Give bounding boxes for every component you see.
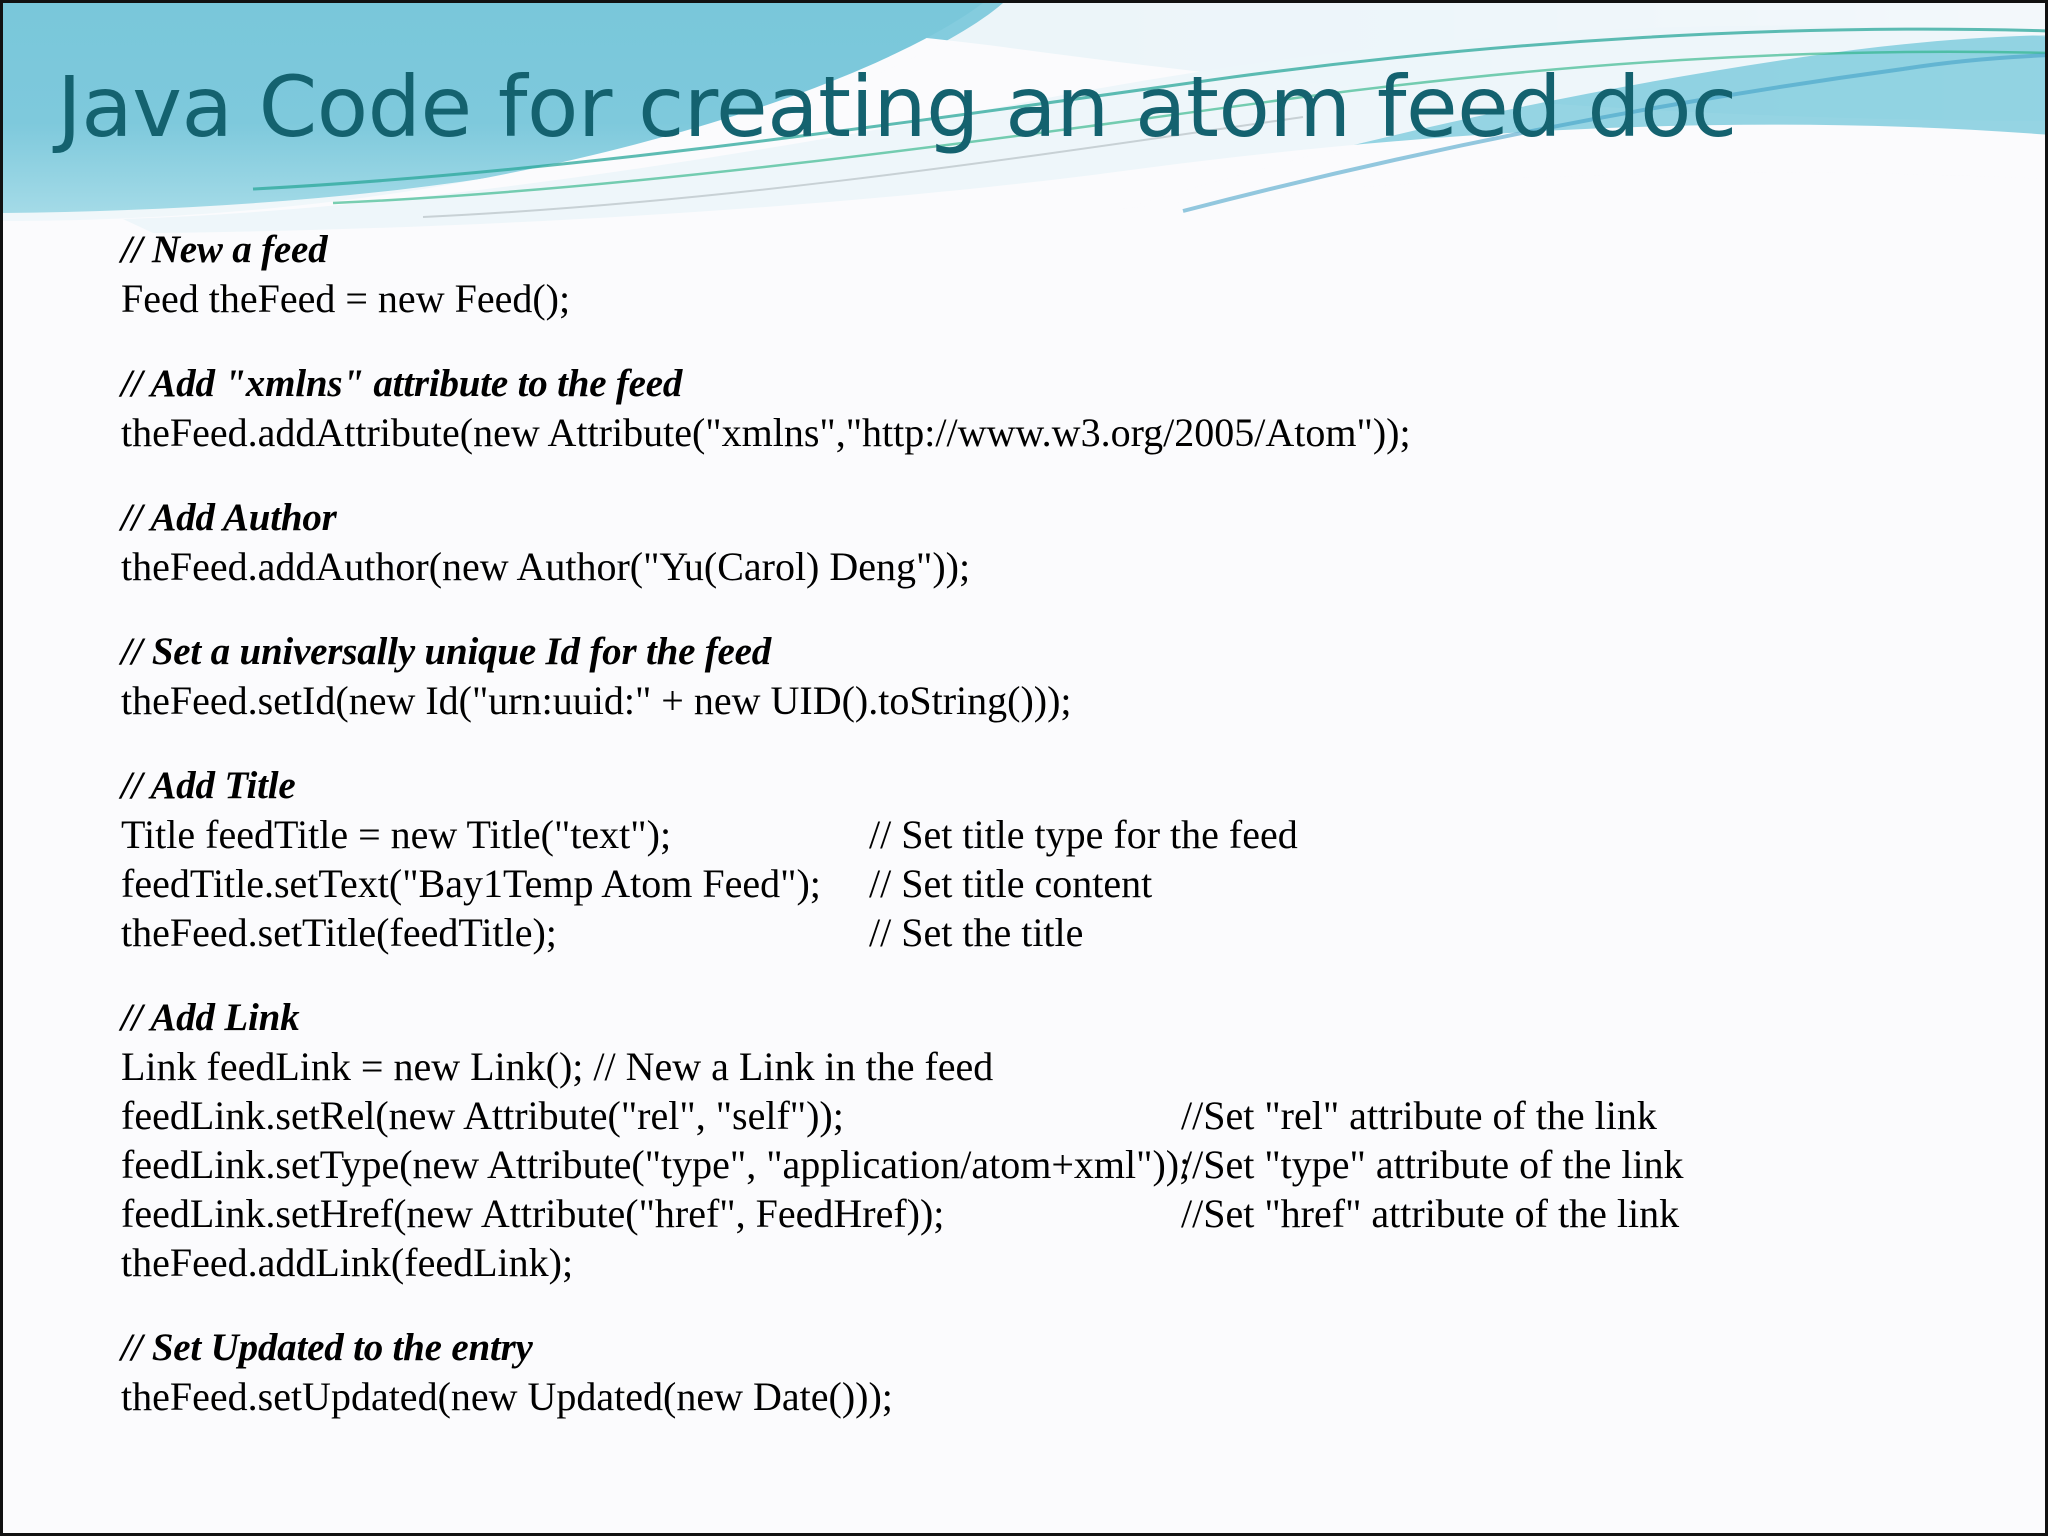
code-comment-heading: // Set Updated to the entry [121,1326,533,1369]
code-text: Link feedLink = new Link(); // New a Lin… [121,1044,994,1089]
code-inline-comment: //Set "href" attribute of the link [1181,1191,1680,1236]
code-block-add-xmlns-attribute: // Add "xmlns" attribute to the feed the… [121,359,2001,457]
code-line: feedLink.setHref(new Attribute("href", F… [121,1189,2001,1238]
code-content: // New a feed Feed theFeed = new Feed();… [121,225,2001,1421]
code-inline-comment: // Set the title [869,910,1084,955]
code-line: theFeed.addAttribute(new Attribute("xmln… [121,408,2001,457]
code-line: theFeed.addAuthor(new Author("Yu(Carol) … [121,542,2001,591]
code-line: Title feedTitle = new Title("text"); // … [121,810,2001,859]
code-text: theFeed.addAttribute(new Attribute("xmln… [121,410,1411,455]
code-line: Link feedLink = new Link(); // New a Lin… [121,1042,2001,1091]
code-line: feedLink.setType(new Attribute("type", "… [121,1140,2001,1189]
code-inline-comment: // Set title content [869,861,1153,906]
code-block-add-link: // Add Link Link feedLink = new Link(); … [121,993,2001,1287]
code-line: Feed theFeed = new Feed(); [121,274,2001,323]
code-text: Feed theFeed = new Feed(); [121,276,571,321]
code-line: theFeed.setTitle(feedTitle); // Set the … [121,908,2001,957]
code-text: theFeed.setId(new Id("urn:uuid:" + new U… [121,678,1072,723]
code-text: theFeed.addLink(feedLink); [121,1240,574,1285]
code-text: feedLink.setType(new Attribute("type", "… [121,1142,1191,1187]
code-comment-heading: // Add Author [121,496,337,539]
code-text: theFeed.setTitle(feedTitle); [121,910,557,955]
code-line: theFeed.setId(new Id("urn:uuid:" + new U… [121,676,2001,725]
code-block-set-universally-unique-id: // Set a universally unique Id for the f… [121,627,2001,725]
code-block-set-updated-to-entry: // Set Updated to the entry theFeed.setU… [121,1323,2001,1421]
code-text: feedTitle.setText("Bay1Temp Atom Feed"); [121,861,821,906]
code-block-add-author: // Add Author theFeed.addAuthor(new Auth… [121,493,2001,591]
code-comment-heading: // Add "xmlns" attribute to the feed [121,362,683,405]
code-text: theFeed.setUpdated(new Updated(new Date(… [121,1374,893,1419]
code-block-new-a-feed: // New a feed Feed theFeed = new Feed(); [121,225,2001,323]
code-text: feedLink.setRel(new Attribute("rel", "se… [121,1093,844,1138]
code-text: theFeed.addAuthor(new Author("Yu(Carol) … [121,544,971,589]
code-text: Title feedTitle = new Title("text"); [121,812,672,857]
code-comment-heading: // Add Link [121,996,300,1039]
code-comment-heading: // Add Title [121,764,296,807]
code-line: theFeed.addLink(feedLink); [121,1238,2001,1287]
code-text: feedLink.setHref(new Attribute("href", F… [121,1191,945,1236]
code-line: theFeed.setUpdated(new Updated(new Date(… [121,1372,2001,1421]
code-inline-comment: // Set title type for the feed [869,812,1298,857]
code-comment-heading: // Set a universally unique Id for the f… [121,630,772,673]
code-line: feedLink.setRel(new Attribute("rel", "se… [121,1091,2001,1140]
code-comment-heading: // New a feed [121,228,328,271]
code-block-add-title: // Add Title Title feedTitle = new Title… [121,761,2001,957]
code-inline-comment: //Set "type" attribute of the link [1181,1142,1684,1187]
code-line: feedTitle.setText("Bay1Temp Atom Feed");… [121,859,2001,908]
code-inline-comment: //Set "rel" attribute of the link [1181,1093,1657,1138]
slide-title: Java Code for creating an atom feed doc [57,58,1737,156]
